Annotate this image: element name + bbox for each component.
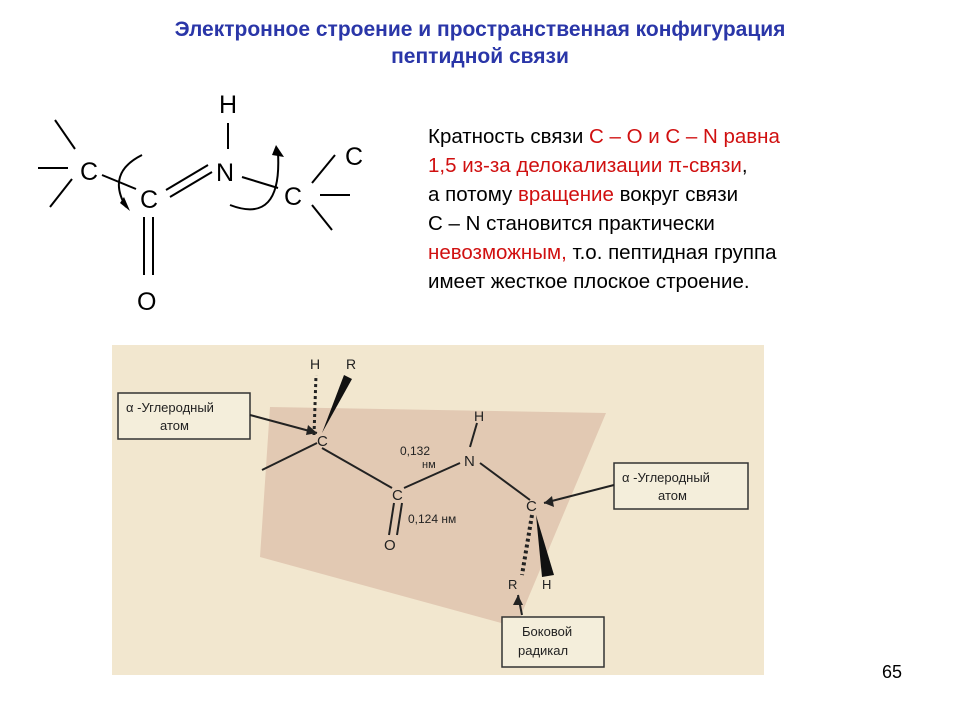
desc-l1-b: С – О и С – N равна: [588, 125, 780, 148]
fig-bond-co-1: [388, 502, 395, 536]
label-alpha-right-2: атом: [658, 488, 687, 503]
bond-left-down: [49, 178, 73, 208]
fig-bond-n-ca: [479, 462, 531, 501]
slide-number: 65: [881, 662, 902, 682]
fig-bond-ca-c: [321, 447, 393, 489]
scheme-atom-n: N: [216, 159, 234, 187]
desc-line-6: имеет жесткое плоское строение.: [428, 270, 750, 293]
desc-line-5: невозможным, т.о. пептидная группа: [428, 238, 928, 267]
fig-atom-o: O: [384, 537, 396, 554]
fig-wedge-r-top: [322, 375, 352, 433]
fig-atom-h-bottom: H: [542, 577, 551, 592]
fig-wedge-h-top: [312, 374, 318, 436]
label-box-side: [501, 616, 605, 668]
arrow-head-right: [272, 145, 284, 157]
arrow-head-left: [120, 197, 130, 211]
title-line-1: Электронное строение и пространственная …: [174, 18, 786, 41]
scheme-atom-c-upper: C: [345, 143, 363, 171]
label-alpha-right-1: α -Углеродный: [622, 470, 710, 485]
peptide-bond-scheme: H N C C C C O: [38, 91, 363, 316]
desc-l1-a: Кратность связи: [428, 125, 589, 148]
label-side-2: радикал: [518, 643, 568, 658]
rotation-arc-right: [229, 152, 280, 211]
fig-atom-c-alpha2: C: [526, 498, 537, 515]
scheme-bonds: [38, 119, 350, 275]
bond-n-c: [241, 176, 279, 189]
scheme-atom-c-carbonyl: C: [140, 186, 158, 214]
fig-dist-cn-value: 0,132: [400, 444, 430, 458]
label-alpha-left-1: α -Углеродный: [126, 400, 214, 415]
fig-bond-nh: [469, 422, 478, 448]
fig-dist-cn-unit: нм: [422, 459, 436, 471]
desc-line-4: С – N становится практически: [428, 212, 715, 235]
bond-right-down: [311, 204, 333, 231]
fig-bond-c-n: [403, 462, 461, 489]
figure-bonds: [249, 374, 615, 616]
label-box-alpha-right: [613, 462, 749, 510]
fig-bond-co-2: [396, 502, 403, 536]
scheme-atom-o: O: [137, 288, 156, 316]
rotation-arc-left: [117, 154, 143, 208]
scheme-atom-h: H: [219, 91, 237, 119]
fig-atom-h-n: H: [474, 408, 484, 424]
desc-l3-a: а потому: [428, 183, 518, 206]
title-line-2: пептидной связи: [391, 45, 569, 68]
fig-atom-r-top: R: [346, 356, 356, 372]
pointer-head-side: [513, 595, 523, 605]
fig-wedge-h-bottom: [536, 515, 554, 577]
fig-atom-c-carbonyl: C: [392, 487, 403, 504]
fig-atom-n: N: [464, 453, 475, 470]
desc-line-2: 1,5 из-за делокализации π-связи,: [428, 151, 928, 180]
bond-left-up: [54, 119, 76, 150]
fig-dist-co: 0,124 нм: [408, 512, 456, 526]
description-text: Кратность связи С – О и С – N равна 1,5 …: [428, 122, 928, 296]
fig-atom-c-alpha1: C: [317, 433, 328, 450]
desc-line-1: Кратность связи С – О и С – N равна: [428, 122, 928, 151]
fig-bond-ca1-left: [261, 442, 318, 471]
fig-atom-r-bottom: R: [508, 577, 517, 592]
desc-l5-b: т.о. пептидная группа: [566, 241, 777, 264]
pointer-alpha-left: [249, 414, 318, 434]
bond-right-up: [311, 154, 336, 184]
peptide-plane-figure: α -Углеродный атом α -Углеродный атом Бо…: [112, 345, 764, 675]
desc-l3-b: вращение: [517, 183, 614, 206]
fig-atom-h-top: H: [310, 356, 320, 372]
label-side-1: Боковой: [522, 624, 572, 639]
fig-wedge-r-bottom: [520, 514, 534, 576]
pointer-head-right: [544, 496, 554, 507]
bond-cn-2: [169, 171, 213, 198]
bond-cn-1: [165, 164, 209, 191]
desc-l5-a: невозможным,: [428, 241, 567, 264]
scheme-atom-c-right: C: [284, 183, 302, 211]
pointer-head-left: [306, 425, 317, 435]
desc-line-3: а потому вращение вокруг связи: [428, 180, 928, 209]
scheme-atom-c-left: C: [80, 158, 98, 186]
desc-l2-tail: ,: [741, 154, 748, 177]
desc-l2: 1,5 из-за делокализации π-связи: [428, 154, 742, 177]
desc-l3-c: вокруг связи: [613, 183, 739, 206]
pointer-alpha-right: [543, 484, 615, 504]
label-alpha-left-2: атом: [160, 418, 189, 433]
slide-title: Электронное строение и пространственная …: [60, 16, 900, 70]
